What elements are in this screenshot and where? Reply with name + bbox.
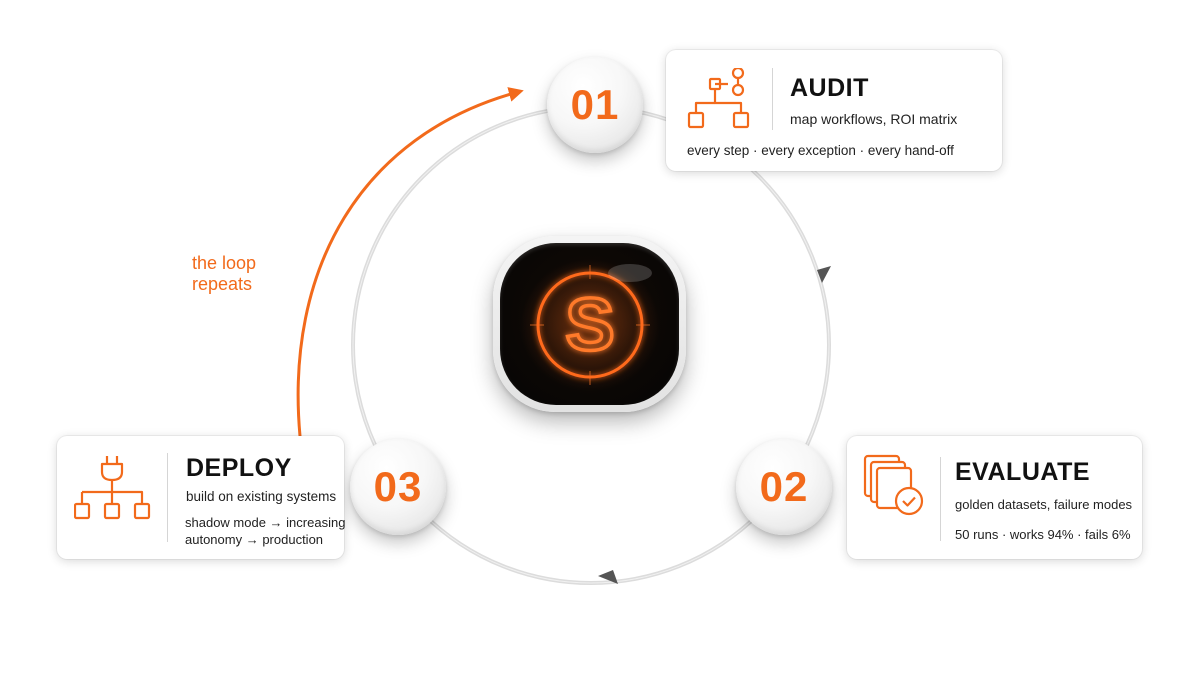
center-logo: S <box>493 236 686 412</box>
evaluate-subtitle: golden datasets, failure modes <box>955 497 1133 512</box>
loop-label-line1: the loop <box>192 253 257 273</box>
loop-return-arrow <box>296 87 524 438</box>
arrow-bottom-icon <box>598 570 618 584</box>
deploy-subtitle: build on existing systems <box>186 489 337 504</box>
deploy-title: DEPLOY <box>186 454 292 482</box>
step-badge-01: 01 <box>547 57 643 153</box>
audit-card: AUDIT map workflows, ROI matrix every st… <box>666 50 1002 171</box>
evaluate-detail: 50 runs · works 94% · fails 6% <box>955 527 1131 542</box>
arrow-right-icon <box>817 266 831 283</box>
loop-repeats-label: the loop repeats <box>192 253 256 295</box>
loop-label-line2: repeats <box>192 274 253 294</box>
glowing-s-logo-icon: S <box>500 243 679 405</box>
audit-title: AUDIT <box>790 74 869 102</box>
card-divider <box>940 457 941 541</box>
deploy-card: DEPLOY build on existing systems shadow … <box>57 436 345 559</box>
audit-detail: every step · every exception · every han… <box>687 143 954 158</box>
plug-network-icon <box>73 454 154 531</box>
workflow-hierarchy-icon <box>686 66 752 135</box>
audit-subtitle: map workflows, ROI matrix <box>790 111 958 127</box>
step-badge-03: 03 <box>350 439 446 535</box>
logo-letter: S <box>565 283 614 366</box>
deploy-detail: shadow mode → increasing autonomy → prod… <box>185 514 345 548</box>
evaluate-card: EVALUATE golden datasets, failure modes … <box>847 436 1142 559</box>
deploy-detail-line2: autonomy → production <box>185 532 324 547</box>
evaluate-title: EVALUATE <box>955 458 1091 486</box>
step-badge-02: 02 <box>736 439 832 535</box>
deploy-detail-line1: shadow mode → increasing <box>185 515 346 530</box>
stacked-pages-check-icon <box>861 454 927 525</box>
card-divider <box>772 68 773 130</box>
card-divider <box>167 453 168 542</box>
